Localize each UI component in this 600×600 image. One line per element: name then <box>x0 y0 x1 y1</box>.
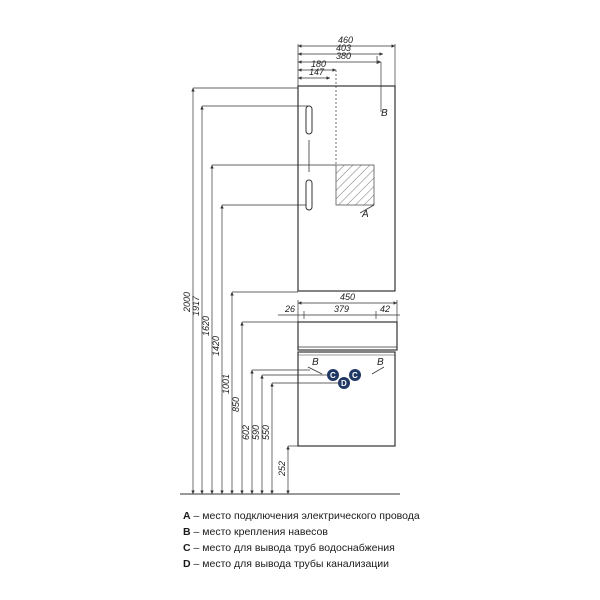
technical-drawing: A B 460 403 380 180 147 B B C C D <box>180 35 400 495</box>
vanity-cabinet-body <box>297 351 396 447</box>
legend-item-c: C – место для вывода труб водоснабжения <box>183 540 583 556</box>
dim-42: 42 <box>380 304 390 314</box>
washbasin-top <box>297 321 398 351</box>
dim-1001: 1001 <box>221 374 231 394</box>
legend-item-b: B – место крепления навесов <box>183 524 583 540</box>
marker-a: A <box>361 209 369 220</box>
marker-b-right: B <box>377 357 384 368</box>
dim-380: 380 <box>336 51 351 61</box>
dim-2000: 2000 <box>182 292 192 313</box>
legend-text-c: – место для вывода труб водоснабжения <box>190 542 395 554</box>
legend-text-d: – место для вывода трубы канализации <box>190 558 390 570</box>
drain-outlet <box>338 377 350 389</box>
legend: A – место подключения электрического про… <box>183 508 583 572</box>
legend-text-b: – место крепления навесов <box>190 526 328 538</box>
dim-602: 602 <box>241 425 251 440</box>
vanity-unit: B B C C D <box>297 321 398 447</box>
width-dimensions-top <box>297 44 396 165</box>
wall-cabinet-handle-lower <box>305 179 313 211</box>
dim-850: 850 <box>231 397 241 412</box>
svg-text:C: C <box>330 371 336 380</box>
wall-cabinet: A B <box>297 85 396 292</box>
dim-379: 379 <box>334 304 349 314</box>
dim-403: 403 <box>336 43 351 53</box>
height-dimensions <box>180 87 400 495</box>
dim-26: 26 <box>284 304 295 314</box>
dim-1420: 1420 <box>211 336 221 356</box>
svg-text:C: C <box>352 371 358 380</box>
water-outlet-left <box>327 369 339 381</box>
legend-item-d: D – место для вывода трубы канализации <box>183 556 583 572</box>
svg-text:D: D <box>341 379 347 388</box>
dim-1917: 1917 <box>191 295 201 316</box>
width-dimensions-vanity <box>278 300 400 322</box>
dim-180: 180 <box>311 59 326 69</box>
dim-550: 550 <box>261 425 271 440</box>
marker-b-top: B <box>381 108 388 119</box>
legend-text-a: – место подключения электрического прово… <box>190 510 420 522</box>
legend-key-a: A <box>183 510 191 522</box>
water-outlet-right <box>349 369 361 381</box>
wall-cabinet-handle-upper <box>305 105 313 135</box>
dim-252: 252 <box>277 461 287 477</box>
legend-item-a: A – место подключения электрического про… <box>183 508 583 524</box>
legend-key-b: B <box>183 526 191 538</box>
legend-key-d: D <box>183 558 191 570</box>
dim-1620: 1620 <box>201 316 211 336</box>
dim-460: 460 <box>338 35 353 45</box>
dim-147: 147 <box>309 67 325 77</box>
dim-450: 450 <box>340 292 355 302</box>
legend-key-c: C <box>183 542 191 554</box>
marker-b-left: B <box>312 357 319 368</box>
dim-590: 590 <box>251 425 261 440</box>
electric-connection-zone <box>335 164 375 206</box>
